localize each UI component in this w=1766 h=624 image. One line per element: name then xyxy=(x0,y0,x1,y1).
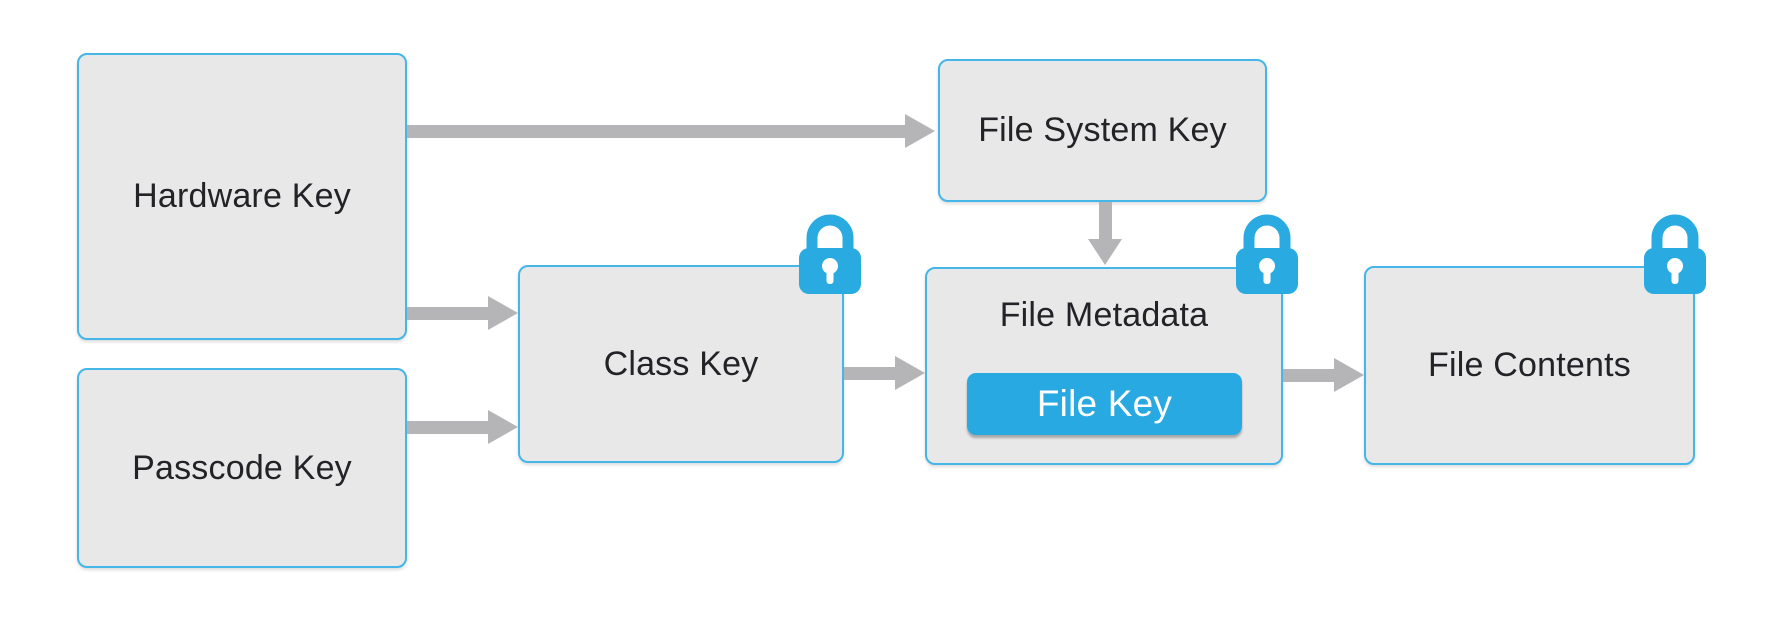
node-class-key-label: Class Key xyxy=(603,344,759,383)
file-key-badge: File Key xyxy=(967,373,1242,435)
arrow-shaft xyxy=(1283,368,1334,382)
arrow-passcode-key-to-class-key xyxy=(407,410,518,444)
node-file-system-key: File System Key xyxy=(938,59,1267,202)
node-hardware-key-label: Hardware Key xyxy=(133,177,351,215)
arrow-shaft xyxy=(407,420,488,434)
node-file-contents: File Contents xyxy=(1364,266,1695,465)
node-file-contents-label: File Contents xyxy=(1428,346,1631,384)
arrow-class-key-to-file-metadata xyxy=(844,356,925,390)
node-hardware-key: Hardware Key xyxy=(77,53,407,340)
arrow-shaft xyxy=(1098,202,1112,239)
node-passcode-key: Passcode Key xyxy=(77,368,407,568)
arrowhead-right-icon xyxy=(895,356,925,390)
lock-icon xyxy=(1644,214,1706,294)
arrowhead-right-icon xyxy=(488,410,518,444)
node-class-key: Class Key xyxy=(518,265,844,463)
arrow-file-system-key-to-file-metadata xyxy=(1088,202,1122,265)
arrow-shaft xyxy=(407,306,488,320)
arrowhead-right-icon xyxy=(905,114,935,148)
node-file-system-key-label: File System Key xyxy=(978,111,1227,149)
arrow-shaft xyxy=(844,366,895,380)
node-file-metadata-label: File Metadata xyxy=(999,296,1209,334)
lock-icon xyxy=(799,214,861,294)
arrow-hardware-key-to-class-key xyxy=(407,296,518,330)
arrow-shaft xyxy=(407,124,905,138)
lock-icon xyxy=(1236,214,1298,294)
node-passcode-key-label: Passcode Key xyxy=(132,448,352,487)
arrow-file-metadata-to-file-contents xyxy=(1283,358,1364,392)
arrowhead-right-icon xyxy=(1334,358,1364,392)
arrow-hardware-key-to-file-system-key xyxy=(407,114,935,148)
arrowhead-down-icon xyxy=(1088,239,1122,265)
node-file-metadata: File Metadata File Key xyxy=(925,267,1283,465)
file-key-label: File Key xyxy=(1036,383,1173,424)
arrowhead-right-icon xyxy=(488,296,518,330)
